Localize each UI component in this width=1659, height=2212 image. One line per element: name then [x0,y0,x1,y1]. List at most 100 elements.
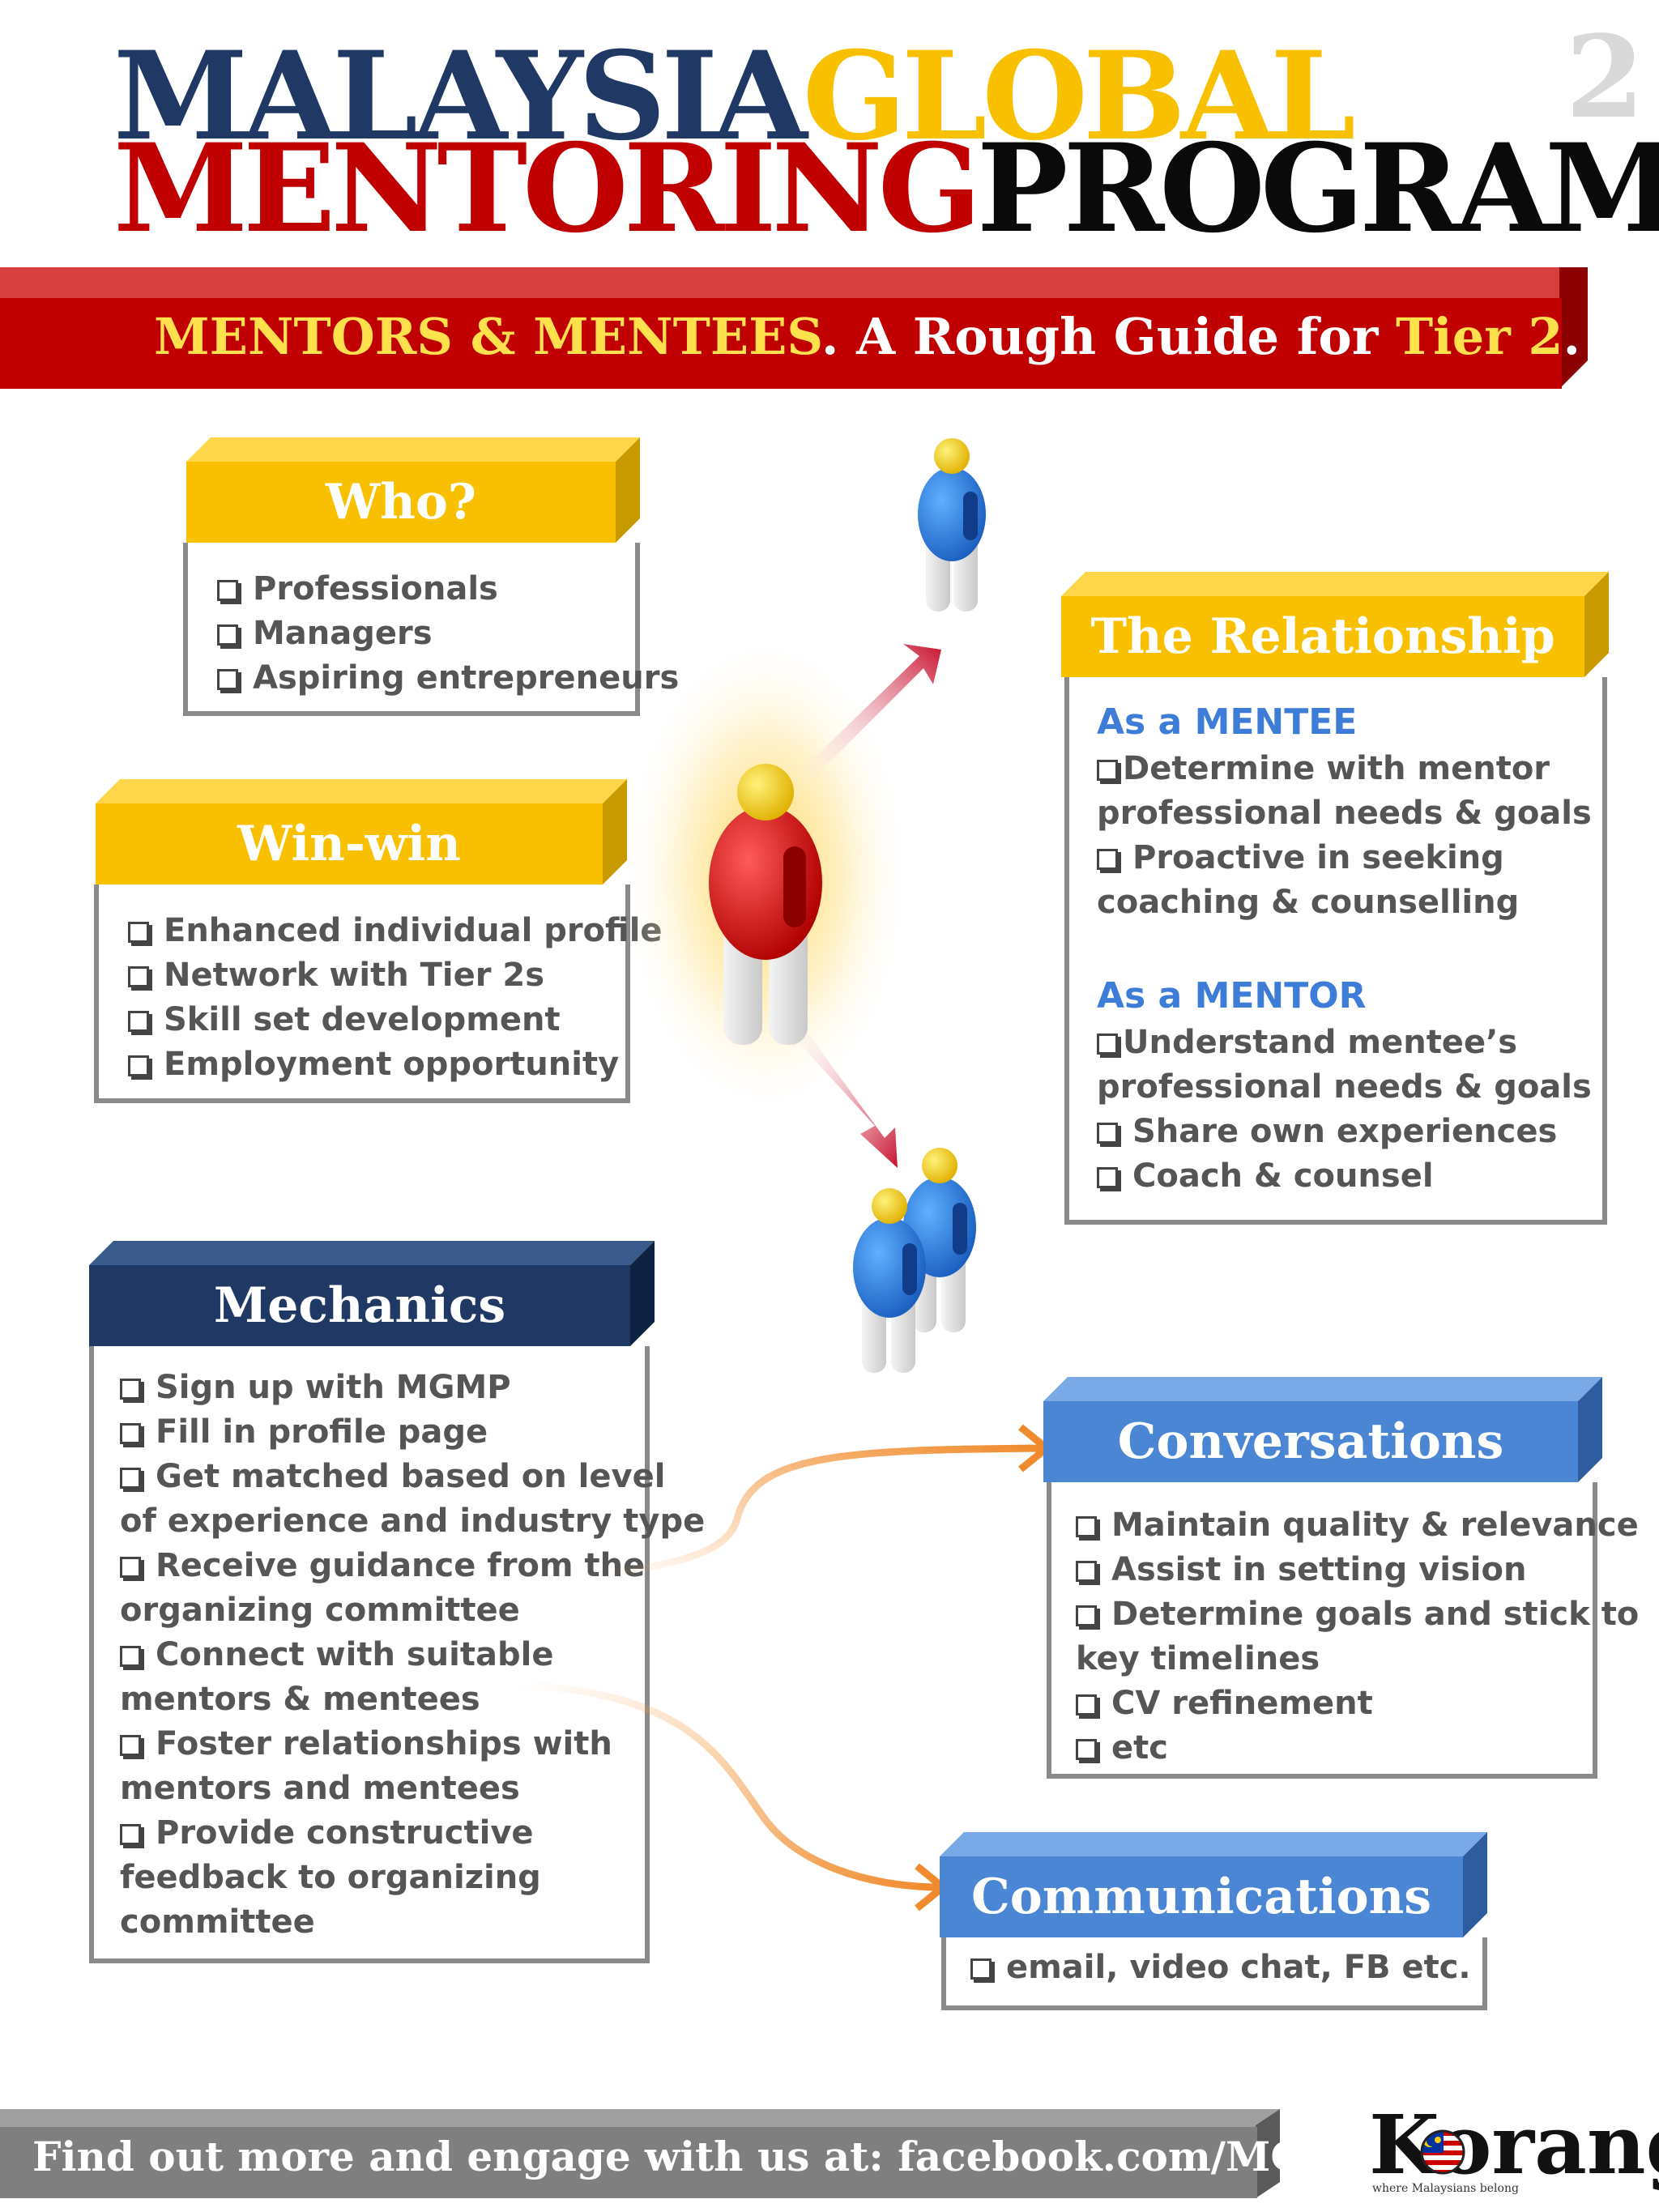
list-item: committee [120,1903,315,1941]
page-title-line-1: MALAYSIAGLOBAL [113,36,1356,157]
list-item: Determine with mentor [1097,747,1602,791]
checkbox-icon [1097,1167,1118,1188]
list-item: Coach & counsel [1097,1154,1602,1199]
checkbox-icon [1097,1034,1118,1055]
list-item: organizing committee [120,1592,520,1629]
mentor-list: Understand mentee’s professional needs &… [1097,1021,1602,1199]
relationship-box: As a MENTEE Determine with mentor profes… [1064,677,1607,1225]
arrow-icon [786,1016,898,1168]
list-item: Professionals [217,567,635,612]
checkbox-icon [128,922,149,943]
list-item: Receive guidance from the [120,1544,645,1588]
checkbox-icon [120,1735,141,1756]
checkbox-icon [217,624,238,646]
footer-bar [0,2109,1280,2198]
list-item: Determine goals and stick to [1076,1592,1639,1637]
arrow-icon [794,644,941,790]
mentor-mentee-illustration [632,438,986,1373]
communications-header-shape [940,1832,1487,1937]
checkbox-icon [120,1646,141,1667]
list-item: key timelines [1076,1640,1320,1677]
who-list: Professionals Managers Aspiring entrepre… [188,543,679,701]
winwin-list: Enhanced individual profile Network with… [99,884,663,1087]
communications-list: email, video chat, FB etc. [946,1937,1482,1990]
relationship-header: The Relationship [1061,572,1609,677]
list-item: Share own experiences [1097,1110,1602,1154]
list-item: coaching & counselling [1097,884,1520,921]
checkbox-icon [1076,1516,1097,1537]
winwin-box: Enhanced individual profile Network with… [94,884,663,1103]
conversations-header-shape [1043,1377,1602,1482]
checkbox-icon [128,966,149,987]
winwin-title: Win-win [237,816,461,872]
checkbox-icon [120,1468,141,1489]
page-number: 2 [1565,11,1644,144]
checkbox-icon [217,580,238,601]
checkbox-icon [217,669,238,690]
list-item: Connect with suitable [120,1633,645,1677]
title-word-global: GLOBAL [802,25,1356,168]
checkbox-icon [120,1423,141,1444]
list-item: Skill set development [128,998,625,1042]
who-box: Professionals Managers Aspiring entrepre… [183,543,679,716]
conversations-header: Conversations [1043,1377,1602,1482]
list-item: etc [1076,1726,1593,1771]
relationship-title: The Relationship [1090,608,1555,665]
arrow-icon [518,1681,947,1912]
checkbox-icon [1097,1123,1118,1144]
logo-tagline: where Malaysians belong [1372,2182,1519,2195]
mentee-heading: As a MENTEE [1097,701,1358,743]
list-item: Aspiring entrepreneurs [217,656,679,701]
checkbox-icon [120,1557,141,1578]
title-word-malaysia: MALAYSIA [113,25,808,168]
arrow-icon [591,1424,1051,1579]
banner-part-end: . [1563,307,1581,366]
checkbox-icon [1076,1694,1097,1715]
list-item: of experience and industry type [120,1502,706,1540]
checkbox-icon [1097,849,1118,870]
list-item: Maintain quality & relevance [1076,1503,1639,1548]
conversations-title: Conversations [1117,1413,1504,1470]
malaysia-flag-icon [1420,2129,1465,2175]
banner-part-tier: Tier 2 [1396,307,1563,366]
list-item: professional needs & goals [1097,1068,1592,1106]
list-item: Fill in profile page [120,1410,645,1455]
checkbox-icon [970,1958,992,1980]
list-item: Sign up with MGMP [120,1366,645,1410]
list-item: Employment opportunity [128,1042,625,1087]
mechanics-header-shape [89,1241,655,1346]
checkbox-icon [1076,1561,1097,1582]
conversations-list: Maintain quality & relevance Assist in s… [1051,1482,1639,1771]
checkbox-icon [128,1055,149,1076]
who-header: Who? [186,437,640,543]
communications-header: Communications [940,1832,1487,1937]
checkbox-icon [120,1824,141,1845]
list-item: Provide constructive [120,1811,645,1856]
winwin-header-shape [96,779,627,884]
list-item: Foster relationships with [120,1722,645,1767]
list-item: Assist in setting vision [1076,1548,1593,1592]
who-title: Who? [325,474,477,531]
relationship-content: As a MENTEE Determine with mentor profes… [1069,677,1602,1199]
title-banner [0,267,1588,389]
list-item: feedback to organizing [120,1859,541,1896]
checkbox-icon [128,1011,149,1032]
relationship-header-shape [1061,572,1609,677]
mechanics-title: Mechanics [213,1277,506,1334]
korang-logo: Korang [1369,2104,1659,2185]
logo-text: Korang [1369,2097,1659,2193]
person-figure-icon [709,764,822,1045]
banner-part-mentors: MENTORS & MENTEES [154,307,821,366]
communications-title: Communications [970,1869,1432,1925]
list-item: mentors & mentees [120,1681,480,1718]
mechanics-list: Sign up with MGMP Fill in profile page G… [94,1346,706,1945]
list-item: Enhanced individual profile [128,909,663,953]
title-word-mentoring: MENTORING [113,117,982,260]
title-word-program: PROGRAM [976,117,1659,260]
list-item: mentors and mentees [120,1770,520,1807]
list-item: Understand mentee’s [1097,1021,1602,1065]
person-figure-icon [853,1188,926,1373]
footer-link[interactable]: Find out more and engage with us at: fac… [32,2133,1381,2180]
mentor-heading: As a MENTOR [1097,975,1367,1016]
banner-subtitle: MENTORS & MENTEES. A Rough Guide for Tie… [154,312,1580,362]
